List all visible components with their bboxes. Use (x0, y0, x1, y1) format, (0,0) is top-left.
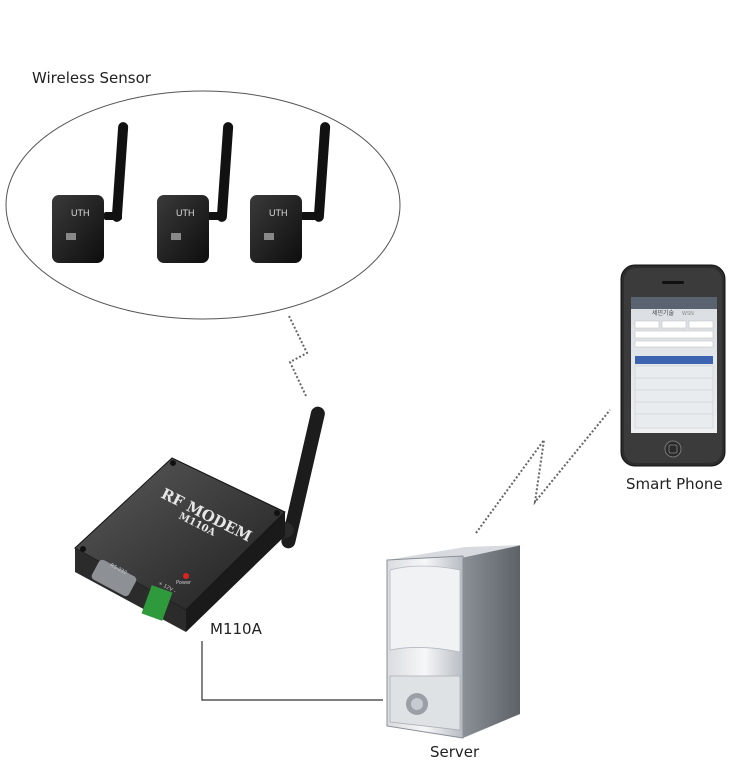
wireless-sensor-1: UTH (52, 122, 129, 263)
wireless-link-sensors-modem (288, 315, 309, 397)
wireless-link-server-phone (475, 409, 611, 534)
rf-modem-device: RF MODEM M110A Power RS-232 + 12V - (74, 406, 325, 632)
sensor-1-brand: UTH (71, 208, 90, 218)
sensor-3-brand: UTH (269, 208, 288, 218)
modem-label: M110A (210, 620, 262, 638)
phone-app-sub: WSN (682, 311, 694, 317)
smart-phone-device: 세민기술 WSN (620, 264, 726, 467)
wireless-sensor-label: Wireless Sensor (32, 69, 151, 87)
wireless-sensor-3: UTH (250, 122, 331, 263)
wireless-sensor-2: UTH (157, 122, 234, 263)
sensor-group-ellipse (5, 90, 401, 320)
server-device (386, 545, 522, 739)
phone-app-title: 세민기술 (652, 309, 675, 317)
wired-link-modem-server (201, 641, 383, 701)
server-label: Server (430, 743, 480, 761)
smart-phone-label: Smart Phone (626, 475, 723, 493)
sensor-2-brand: UTH (176, 208, 195, 218)
modem-power-label: Power (176, 580, 192, 586)
